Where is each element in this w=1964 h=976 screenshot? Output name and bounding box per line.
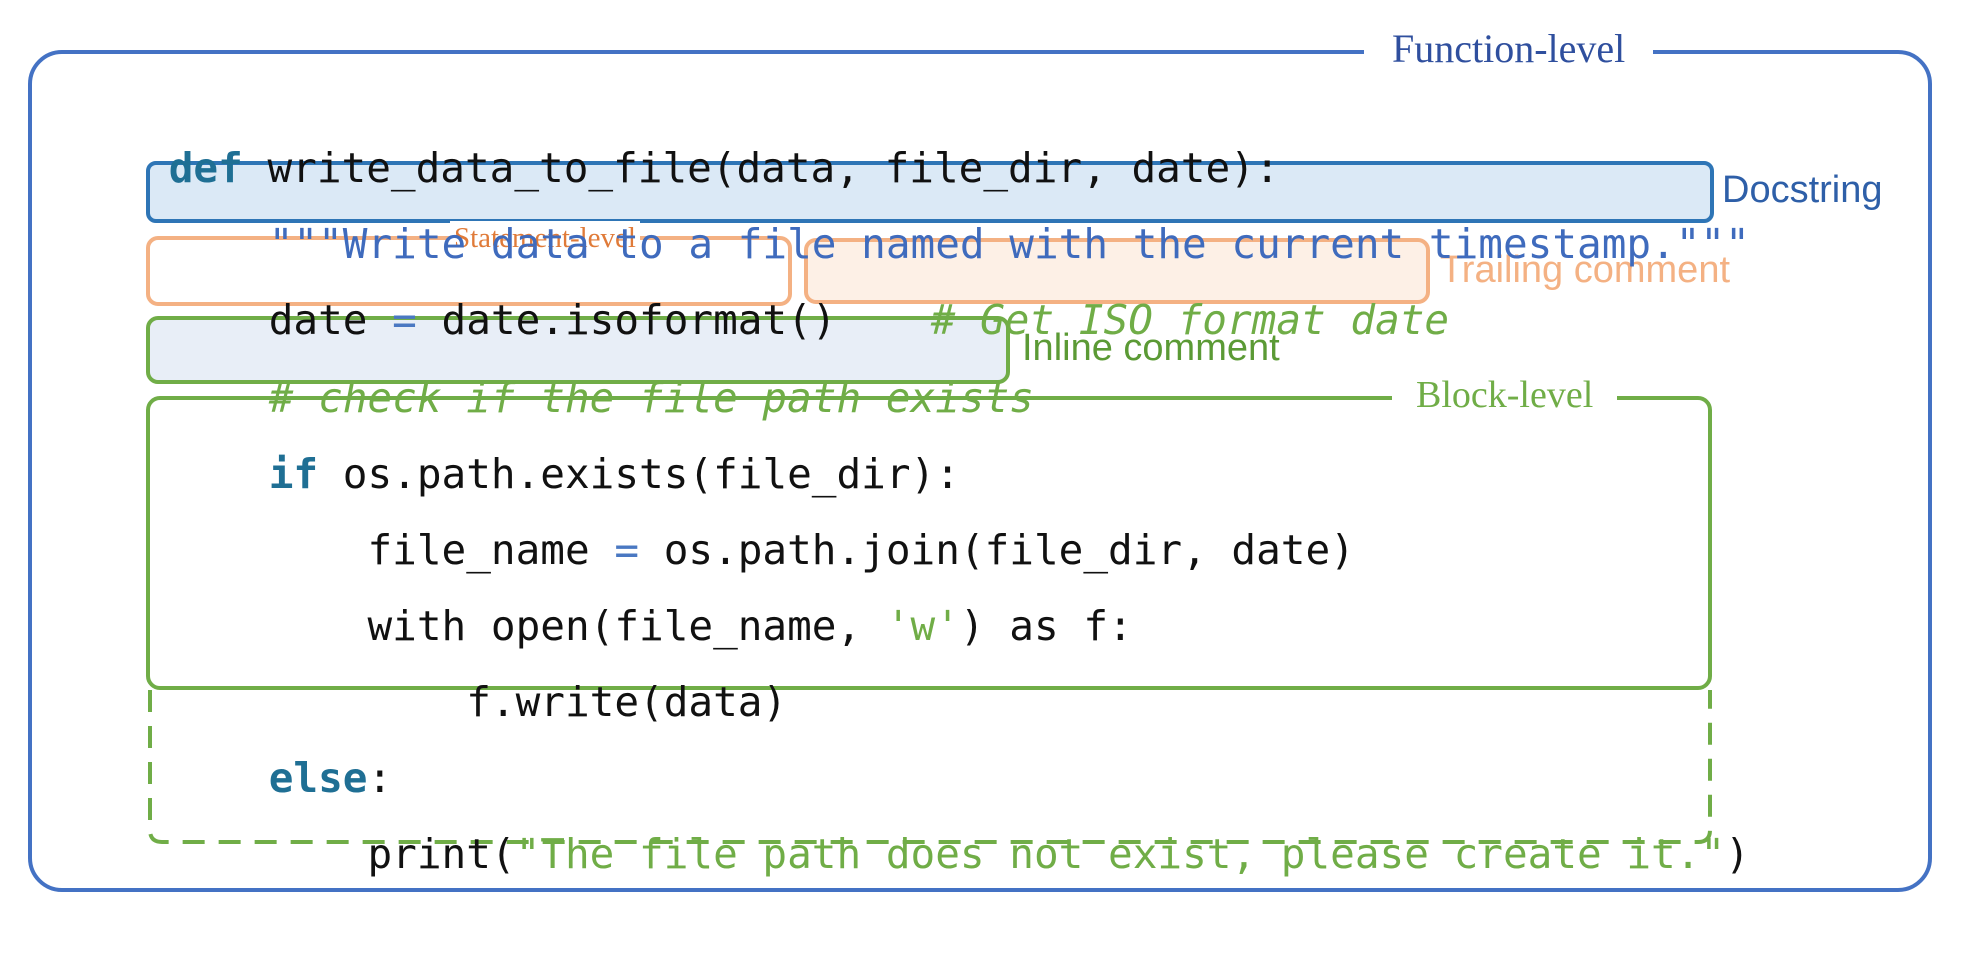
- inline-comment-label: Inline comment: [1022, 327, 1280, 369]
- print-end: ): [1725, 830, 1750, 878]
- block-level-frame: [146, 396, 1712, 690]
- print-message-string: "The file path does not exist, please cr…: [515, 830, 1726, 878]
- assign-operator: =: [614, 526, 640, 574]
- keyword-def: def: [168, 144, 243, 192]
- code-line-if: if os.path.exists(file_dir):: [170, 402, 960, 546]
- keyword-if: if: [268, 450, 319, 498]
- code-inline-comment: # check if the file path exists: [170, 326, 1034, 470]
- file-name-rhs: os.path.join(file_dir, date): [639, 526, 1355, 574]
- file-name-lhs: file_name: [268, 526, 615, 574]
- function-level-label: Function-level: [1364, 24, 1654, 74]
- trailing-comment-label: Trailing comment: [1440, 249, 1731, 291]
- write-call: f.write(data): [268, 678, 788, 726]
- code-line-else: else:: [170, 706, 392, 850]
- docstring-frame: [146, 161, 1714, 223]
- code-line-isoformat: date = date.isoformat(): [170, 248, 837, 392]
- else-block-frame: [148, 690, 1712, 844]
- assign-operator: =: [392, 296, 417, 344]
- code-line-file-name: file_name = os.path.join(file_dir, date): [170, 478, 1355, 622]
- docstring-label: Docstring: [1722, 169, 1883, 211]
- code-line-with-open: with open(file_name, 'w') as f:: [170, 554, 1133, 698]
- else-colon: :: [367, 754, 393, 802]
- block-level-label: Block-level: [1392, 372, 1618, 418]
- trailing-comment-text: # Get ISO format date: [930, 296, 1450, 344]
- statement-level-label: Statement-level: [450, 221, 640, 255]
- trailing-comment-frame: [804, 238, 1430, 304]
- inline-comment-text: # check if the file path exists: [268, 374, 1034, 422]
- function-signature: write_data_to_file(data, file_dir, date)…: [242, 144, 1280, 192]
- print-start: print(: [268, 830, 516, 878]
- code-line-write: f.write(data): [170, 630, 787, 774]
- function-level-frame: [28, 50, 1932, 892]
- mode-string: 'w': [885, 602, 960, 650]
- code-line-def: def write_data_to_file(data, file_dir, d…: [70, 96, 1280, 240]
- inline-comment-frame: [146, 316, 1010, 384]
- code-trailing-comment: # Get ISO format date: [832, 248, 1449, 392]
- with-open-start: with open(file_name,: [268, 602, 886, 650]
- docstring-text: """Write data to a file named with the c…: [268, 220, 1750, 268]
- keyword-else: else: [268, 754, 368, 802]
- statement-lhs: date: [268, 296, 393, 344]
- statement-rhs: date.isoformat(): [416, 296, 837, 344]
- with-open-end: ) as f:: [959, 602, 1133, 650]
- code-line-docstring: """Write data to a file named with the c…: [170, 172, 1750, 316]
- code-line-print: print("The file path does not exist, ple…: [170, 782, 1750, 926]
- if-condition: os.path.exists(file_dir):: [318, 450, 960, 498]
